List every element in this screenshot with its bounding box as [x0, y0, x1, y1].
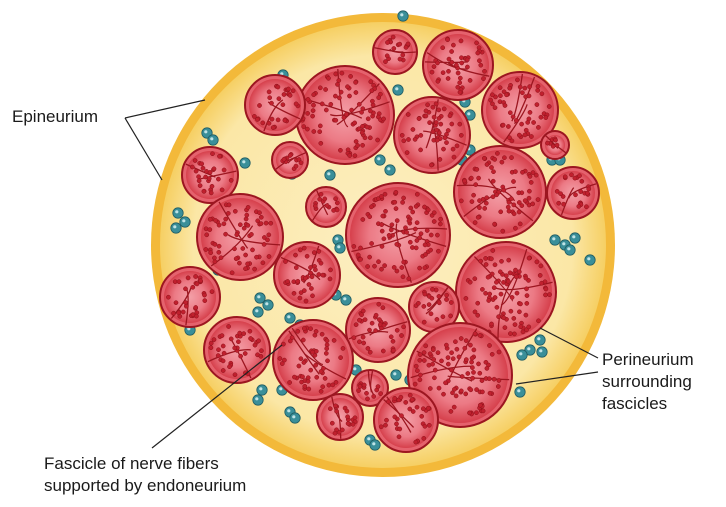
blood-vessel-icon — [535, 335, 545, 345]
blood-vessel-icon — [517, 350, 527, 360]
fascicle-icon — [373, 30, 417, 74]
blood-vessel-icon — [565, 245, 575, 255]
blood-vessel-icon — [263, 300, 273, 310]
fascicle-icon — [541, 131, 569, 159]
blood-vessel-icon — [515, 387, 525, 397]
blood-vessel-icon — [341, 295, 351, 305]
fascicle-icon — [547, 167, 599, 219]
blood-vessel-icon — [171, 223, 181, 233]
fascicle-icon — [245, 75, 305, 135]
blood-vessel-icon — [253, 395, 263, 405]
fascicle-icon — [306, 187, 346, 227]
blood-vessel-icon — [537, 347, 547, 357]
blood-vessel-icon — [253, 307, 263, 317]
perineurium-label: Perineurium surrounding fascicles — [602, 349, 694, 415]
fascicle-label: Fascicle of nerve fibers supported by en… — [44, 453, 246, 497]
fascicle-label-line-2: supported by endoneurium — [44, 475, 246, 497]
blood-vessel-icon — [385, 165, 395, 175]
fascicle-icon — [346, 298, 410, 362]
blood-vessel-icon — [290, 413, 300, 423]
blood-vessel-icon — [398, 11, 408, 21]
blood-vessel-icon — [585, 255, 595, 265]
blood-vessel-icon — [325, 170, 335, 180]
fascicle-icon — [272, 142, 308, 178]
fascicle-icon — [197, 194, 283, 280]
fascicle-icon — [204, 317, 270, 383]
fascicle-icon — [346, 183, 450, 287]
blood-vessel-icon — [375, 155, 385, 165]
blood-vessel-icon — [240, 158, 250, 168]
blood-vessel-icon — [257, 385, 267, 395]
fascicle-icon — [317, 394, 363, 440]
perineurium-label-line-3: fascicles — [602, 393, 694, 415]
fascicle-label-line-1: Fascicle of nerve fibers — [44, 453, 246, 475]
blood-vessel-icon — [180, 217, 190, 227]
fascicle-icon — [423, 30, 493, 100]
fascicle-icon — [454, 146, 546, 238]
epineurium-leader-line-2 — [125, 118, 162, 180]
blood-vessel-icon — [208, 135, 218, 145]
fascicle-icon — [160, 267, 220, 327]
blood-vessel-icon — [370, 440, 380, 450]
blood-vessel-icon — [550, 235, 560, 245]
blood-vessel-icon — [393, 85, 403, 95]
fascicle-icon — [273, 320, 353, 400]
blood-vessel-icon — [285, 313, 295, 323]
epineurium-label: Epineurium — [12, 106, 98, 128]
blood-vessel-icon — [335, 243, 345, 253]
fascicle-icon — [394, 97, 470, 173]
fascicle-icon — [296, 66, 394, 164]
perineurium-label-line-2: surrounding — [602, 371, 694, 393]
blood-vessel-icon — [173, 208, 183, 218]
perineurium-label-line-1: Perineurium — [602, 349, 694, 371]
blood-vessel-icon — [570, 233, 580, 243]
fascicle-icon — [374, 388, 438, 452]
fascicle-icon — [274, 242, 340, 308]
blood-vessel-icon — [391, 370, 401, 380]
